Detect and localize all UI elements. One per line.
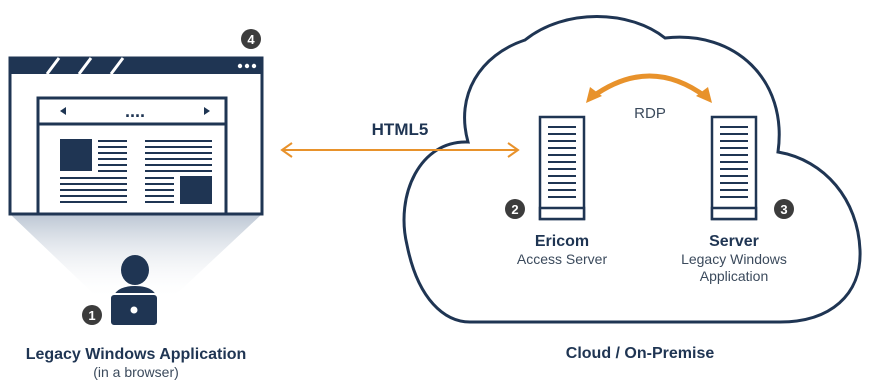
ericom-subtitle: Access Server xyxy=(516,251,608,267)
server-subtitle-line1: Legacy Windows xyxy=(681,251,787,267)
cloud-caption: Cloud / On-Premise xyxy=(565,345,715,362)
server-title: Server xyxy=(709,233,759,250)
svg-text:2: 2 xyxy=(511,202,518,217)
legacy-server-icon xyxy=(710,115,758,221)
svg-text:3: 3 xyxy=(780,202,787,217)
badge-2: 2 xyxy=(505,199,525,219)
html5-label: HTML5 xyxy=(371,120,429,139)
left-caption-subtitle: (in a browser) xyxy=(93,364,179,380)
server-caption: Server Legacy Windows Application xyxy=(664,232,804,285)
rdp-connection-arrow xyxy=(586,73,712,103)
svg-text:1: 1 xyxy=(88,308,95,323)
server-subtitle-line2: Application xyxy=(699,268,769,284)
user-at-laptop-icon xyxy=(109,255,159,327)
browser-window-icon: .... xyxy=(8,56,264,216)
browser-nav-dots: .... xyxy=(125,101,145,121)
left-caption-title: Legacy Windows Application xyxy=(25,346,247,363)
badge-3: 3 xyxy=(774,199,794,219)
ericom-server-icon xyxy=(538,115,586,221)
rdp-label: RDP xyxy=(634,105,666,122)
cloud-shape xyxy=(402,15,862,324)
badge-4: 4 xyxy=(241,29,261,49)
badge-1: 1 xyxy=(82,305,102,325)
ericom-caption: Ericom Access Server xyxy=(492,232,632,268)
ericom-title: Ericom xyxy=(534,233,590,250)
html5-connection-arrow xyxy=(280,142,520,158)
svg-text:4: 4 xyxy=(247,32,255,47)
left-caption: Legacy Windows Application (in a browser… xyxy=(0,345,272,380)
